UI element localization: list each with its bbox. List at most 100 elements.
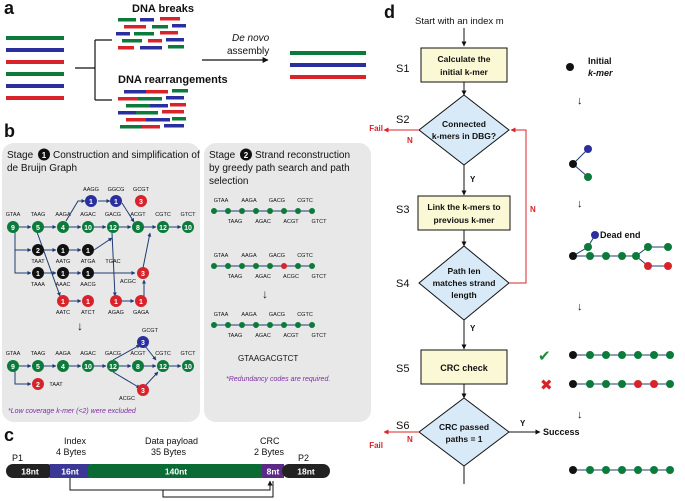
svg-text:ACGC: ACGC xyxy=(120,279,136,285)
crc-bytes: 2 Bytes xyxy=(254,447,285,457)
s4-line3: length xyxy=(451,290,477,300)
s6-n-label: N xyxy=(407,435,413,444)
s5-box xyxy=(420,349,508,385)
svg-text:8: 8 xyxy=(136,364,140,371)
svg-text:TAAG: TAAG xyxy=(31,212,46,218)
svg-text:TAAG: TAAG xyxy=(228,274,243,280)
svg-text:AAGA: AAGA xyxy=(241,253,257,259)
p2-length: 18nt xyxy=(297,467,315,477)
p2-label: P2 xyxy=(298,453,309,463)
svg-text:TAAT: TAAT xyxy=(31,259,45,265)
dna-rearrangements-label: DNA rearrangements xyxy=(118,74,228,86)
svg-text:GTAA: GTAA xyxy=(214,253,229,259)
svg-text:ATGA: ATGA xyxy=(81,259,96,265)
path-1 xyxy=(211,208,315,214)
svg-text:12: 12 xyxy=(159,225,167,232)
s3-line2: previous k-mer xyxy=(434,215,496,225)
crc-label: CRC xyxy=(260,436,280,446)
svg-text:CGTC: CGTC xyxy=(297,198,313,204)
crc-length: 8nt xyxy=(267,467,280,477)
dna-rearrangement-fragments xyxy=(118,89,188,129)
svg-text:CGTC: CGTC xyxy=(155,212,171,218)
svg-text:9: 9 xyxy=(11,364,15,371)
right-arrow-3: ↓ xyxy=(577,301,583,313)
s4-line2: matches strand xyxy=(433,278,496,288)
panel-a-label: a xyxy=(4,0,15,18)
svg-text:5: 5 xyxy=(36,225,40,232)
stage1-prefix: Stage xyxy=(7,150,34,161)
panel-c-label: c xyxy=(4,425,14,445)
svg-text:AACG: AACG xyxy=(80,282,96,288)
p1-length: 18nt xyxy=(21,467,39,477)
svg-text:TGAC: TGAC xyxy=(105,259,120,265)
branch-illustration-1 xyxy=(569,145,592,181)
s1-line2: initial k-mer xyxy=(440,67,488,77)
svg-text:AATC: AATC xyxy=(56,310,70,316)
p1-label: P1 xyxy=(12,453,23,463)
svg-text:2: 2 xyxy=(36,382,40,389)
svg-text:GCGT: GCGT xyxy=(133,187,150,193)
dbg-edges xyxy=(14,199,182,303)
svg-text:ACGC: ACGC xyxy=(283,274,299,280)
svg-text:CGTC: CGTC xyxy=(297,312,313,318)
dead-end-label: Dead end xyxy=(600,230,641,240)
svg-text:3: 3 xyxy=(141,271,145,278)
s2-n-label: N xyxy=(407,136,413,145)
s1-line1: Calculate the xyxy=(438,54,491,64)
redundancy-note: *Redundancy codes are required. xyxy=(226,376,330,383)
svg-text:10: 10 xyxy=(184,225,192,232)
start-label: Start with an index m xyxy=(415,16,504,27)
payload-bytes: 35 Bytes xyxy=(151,447,187,457)
svg-text:S3: S3 xyxy=(396,204,409,216)
dna-breaks-fragments xyxy=(116,17,186,50)
svg-text:AGAC: AGAC xyxy=(255,219,271,225)
s6-y-label: Y xyxy=(520,419,526,428)
svg-text:5: 5 xyxy=(36,364,40,371)
simplified-edges xyxy=(14,344,182,389)
svg-text:GTCT: GTCT xyxy=(181,212,197,218)
s4-y-label: Y xyxy=(470,324,476,333)
svg-text:4: 4 xyxy=(61,225,65,232)
dna-breaks-label: DNA breaks xyxy=(132,3,194,15)
svg-text:1: 1 xyxy=(114,299,118,306)
stage2-number-badge xyxy=(240,148,252,161)
cross-icon: ✖ xyxy=(540,377,553,394)
svg-text:3: 3 xyxy=(141,340,145,347)
s4-loop-arrow xyxy=(509,127,527,284)
s6-line1: CRC passed xyxy=(439,422,489,432)
svg-text:1: 1 xyxy=(61,248,65,255)
svg-text:GACG: GACG xyxy=(105,351,121,357)
s4-n-label: N xyxy=(530,205,536,214)
svg-text:AGAC: AGAC xyxy=(80,351,96,357)
svg-text:GCGT: GCGT xyxy=(142,328,159,334)
simplified-labels: GCGT GTAA TAAG AAGA AGAC GACG ACGT CGTC … xyxy=(6,328,196,402)
branch-connector xyxy=(75,39,112,101)
svg-text:AGAC: AGAC xyxy=(255,274,271,280)
svg-text:GACG: GACG xyxy=(105,212,121,218)
svg-text:1: 1 xyxy=(114,199,118,206)
svg-text:GACG: GACG xyxy=(269,253,285,259)
svg-text:ACGT: ACGT xyxy=(283,333,299,339)
svg-text:GTCT: GTCT xyxy=(312,333,328,339)
svg-text:CGTC: CGTC xyxy=(297,253,313,259)
right-arrow-1: ↓ xyxy=(577,95,583,107)
svg-text:TAAA: TAAA xyxy=(31,282,45,288)
s2-diamond xyxy=(418,94,510,166)
s2-fail-label: Fail xyxy=(369,124,383,133)
valid-path-illustration xyxy=(569,351,674,359)
svg-text:GTAA: GTAA xyxy=(214,312,229,318)
stage2-prefix: Stage xyxy=(209,150,236,161)
index-bytes: 4 Bytes xyxy=(56,447,87,457)
path-3 xyxy=(211,322,315,328)
svg-text:10: 10 xyxy=(84,364,92,371)
final-path-illustration xyxy=(569,466,674,474)
stage2-number: 2 xyxy=(244,151,249,160)
dbg-nodes: 9 5 4 10 12 8 12 10 1 1 3 2 1 1 1 1 1 3 … xyxy=(7,195,194,307)
svg-text:GTCT: GTCT xyxy=(312,219,328,225)
svg-text:10: 10 xyxy=(184,364,192,371)
stage1-down-arrow: ↓ xyxy=(77,319,83,333)
result-sequence: GTAAGACGTCT xyxy=(238,354,298,363)
